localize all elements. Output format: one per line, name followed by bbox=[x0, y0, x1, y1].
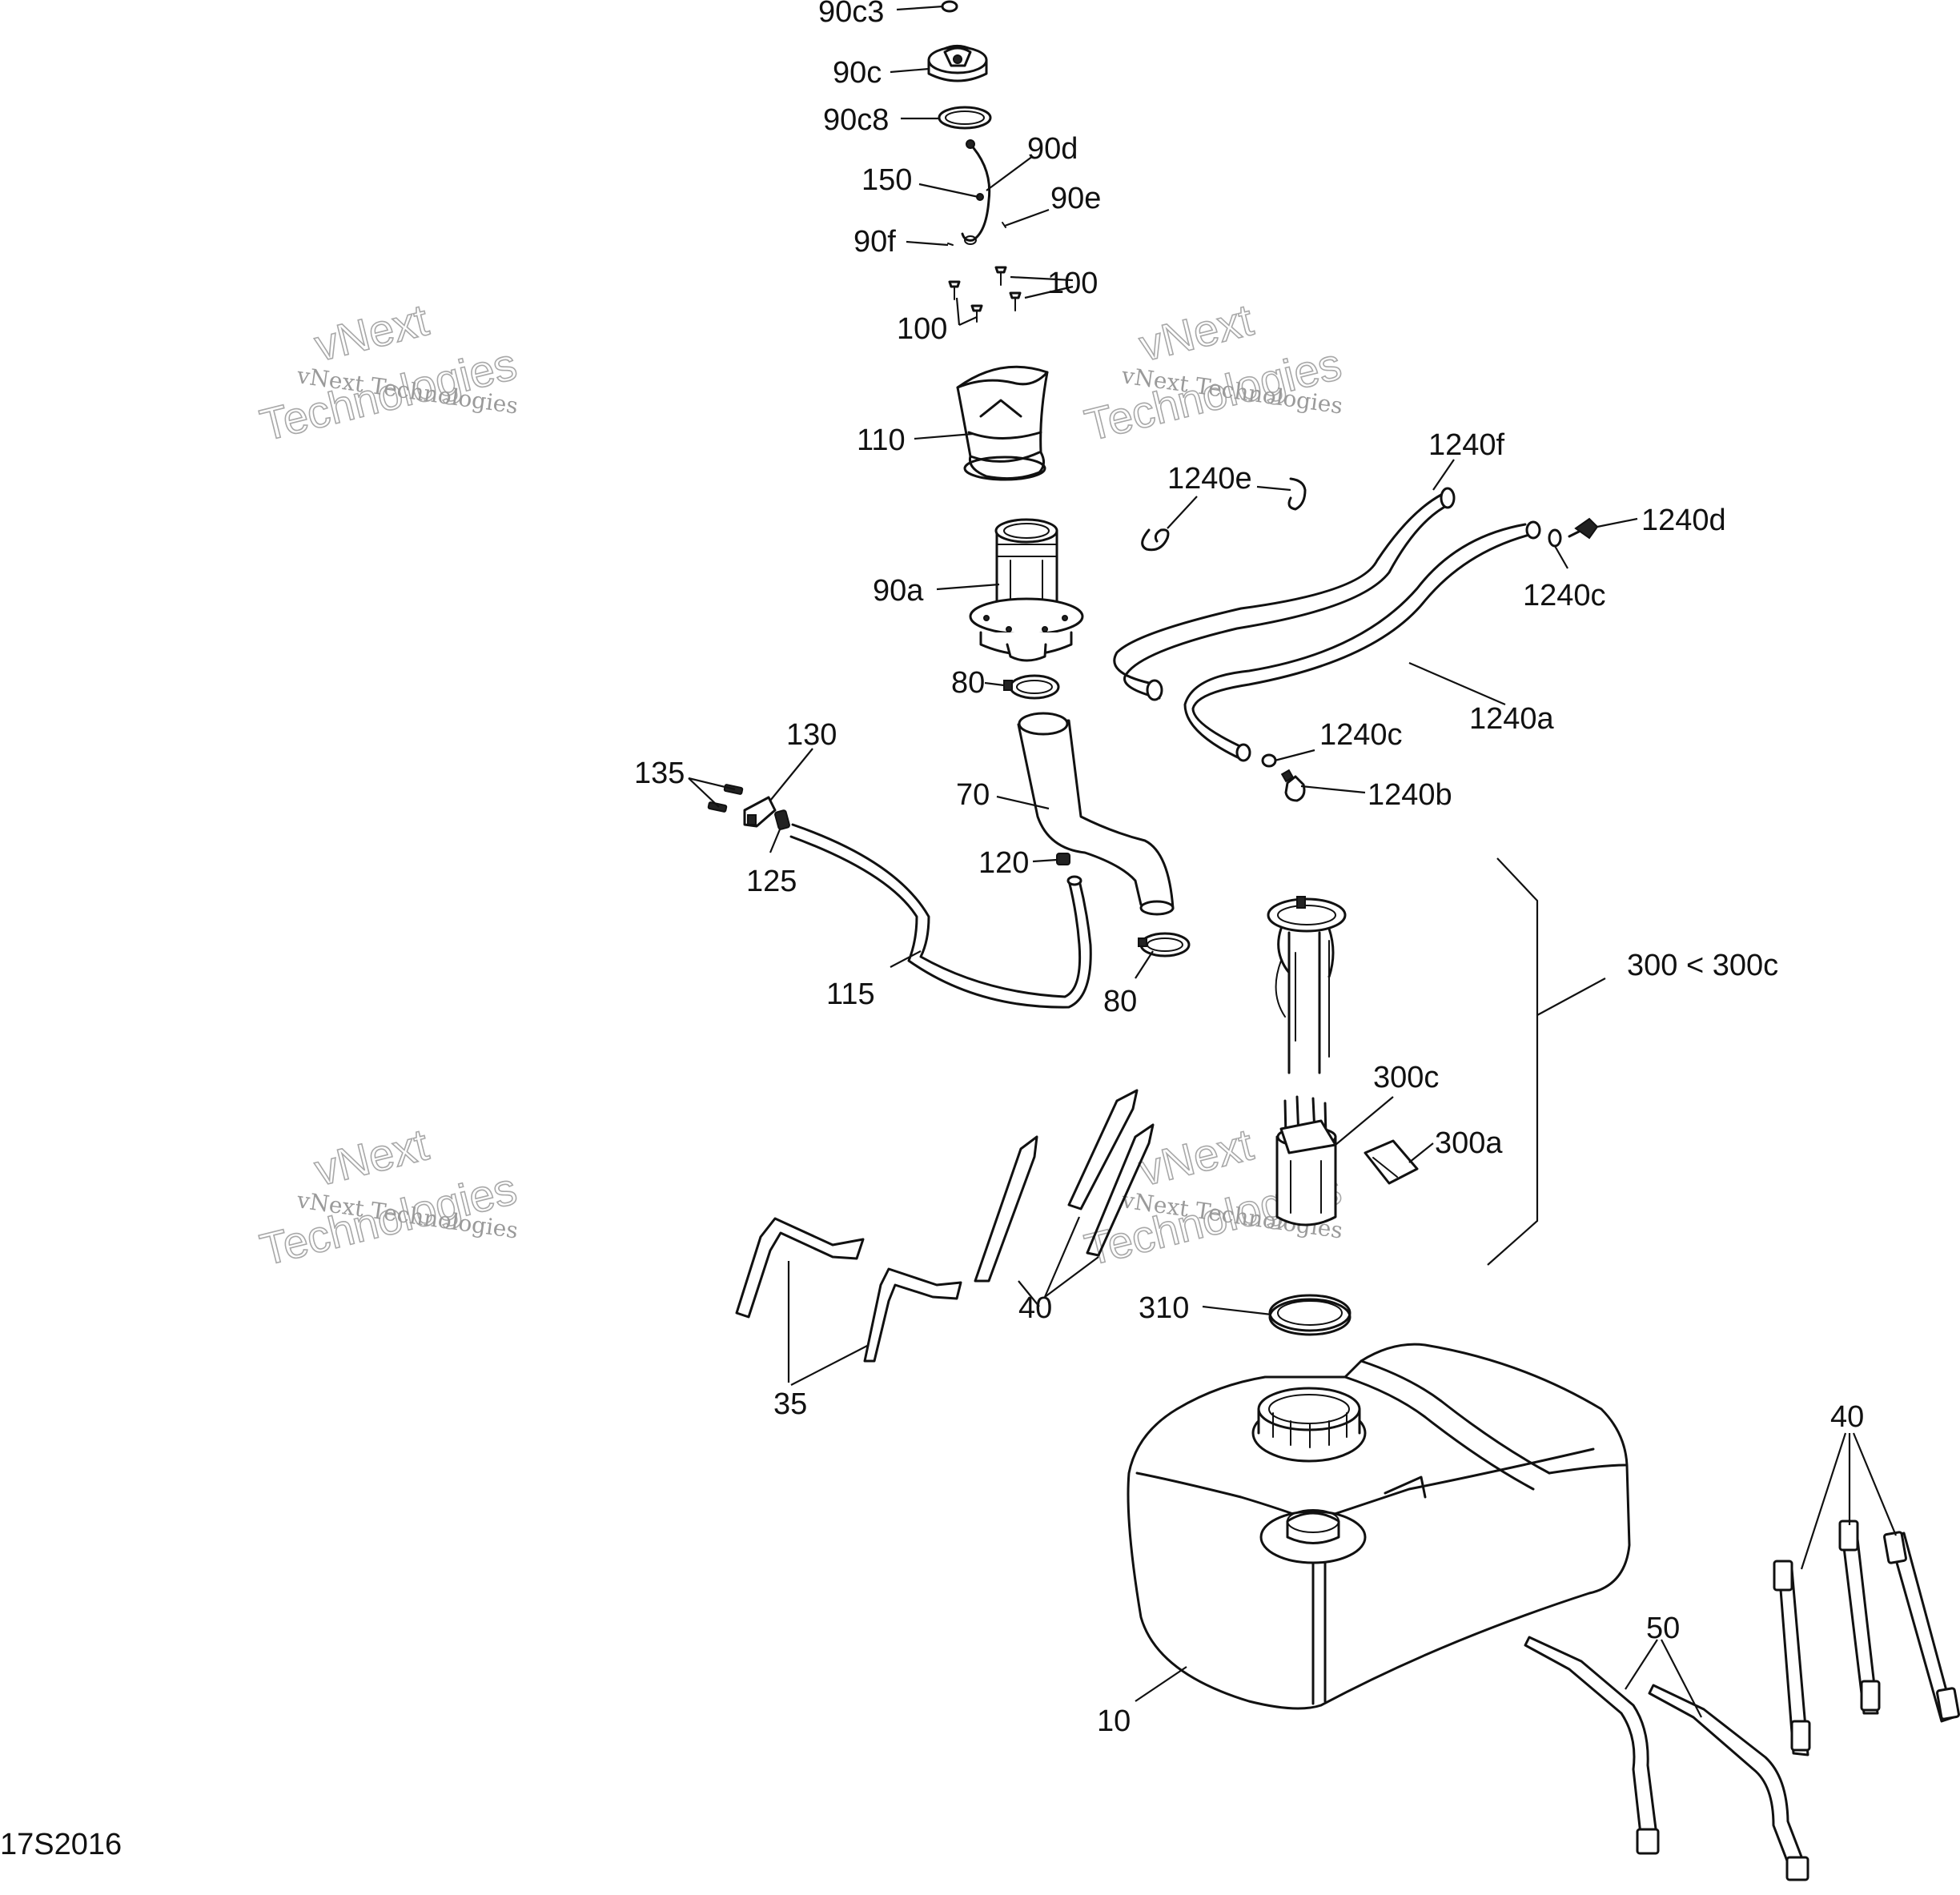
part-135-screws-icon bbox=[707, 784, 744, 813]
part-80-upper-clamp-icon bbox=[1003, 674, 1060, 700]
part-90e-pin-icon bbox=[1002, 222, 1006, 228]
part-1240d-valve-icon bbox=[1568, 517, 1599, 540]
callout-80-upper: 80 bbox=[951, 666, 985, 700]
callout-300-group: 300 < 300c bbox=[1627, 949, 1778, 982]
part-90c-cap-icon bbox=[927, 45, 988, 82]
callout-300c: 300c bbox=[1373, 1061, 1439, 1094]
part-90c3-screw-icon bbox=[941, 0, 958, 13]
part-1240b-fitting-icon bbox=[1280, 769, 1306, 802]
callout-1240c-lower: 1240c bbox=[1319, 718, 1403, 752]
callout-10: 10 bbox=[1097, 1704, 1131, 1738]
callout-90c8: 90c8 bbox=[823, 103, 889, 137]
part-310-ring-icon bbox=[1268, 1294, 1352, 1336]
callout-115: 115 bbox=[826, 978, 875, 1011]
callout-90f: 90f bbox=[853, 225, 896, 259]
callout-90c: 90c bbox=[833, 56, 882, 90]
callout-1240b: 1240b bbox=[1368, 778, 1452, 812]
watermark-large-top: vNext bbox=[310, 1118, 434, 1195]
part-100-screws-icon bbox=[948, 266, 1022, 323]
part-1240e-clips-icon bbox=[1141, 477, 1307, 552]
part-115-vent-hose-icon bbox=[789, 823, 1092, 1009]
callout-120: 120 bbox=[978, 846, 1029, 880]
part-35-straps-icon bbox=[735, 1217, 962, 1363]
part-1240a-vent-hose-icon bbox=[1183, 520, 1541, 762]
group-bracket bbox=[1487, 857, 1539, 1266]
watermark-large-top: vNext bbox=[1135, 294, 1259, 371]
leader-lines bbox=[688, 5, 1898, 1718]
callout-50: 50 bbox=[1646, 1612, 1680, 1645]
part-1240f-vent-hose-icon bbox=[1113, 487, 1456, 701]
part-90f-pin-icon bbox=[947, 243, 954, 246]
part-300c-pump-module-icon bbox=[1275, 1095, 1337, 1227]
callout-35: 35 bbox=[773, 1387, 807, 1421]
watermark-large-top: vNext bbox=[310, 294, 434, 371]
callout-1240f: 1240f bbox=[1428, 428, 1505, 462]
callout-40-right: 40 bbox=[1830, 1400, 1864, 1434]
part-125-fitting-icon bbox=[774, 809, 790, 830]
part-10-fuel-tank-icon bbox=[1127, 1343, 1631, 1710]
part-40-straps-icon bbox=[974, 1089, 1155, 1283]
callout-90d: 90d bbox=[1027, 132, 1078, 166]
callout-100-left: 100 bbox=[897, 312, 947, 346]
callout-labels: 90c3 90c 90c8 90d 150 90e 90f 100 100 11… bbox=[634, 0, 1864, 1738]
part-40-right-straps-icon bbox=[1773, 1520, 1960, 1756]
watermark-1: vNext Technologies bbox=[255, 293, 522, 451]
callout-90e: 90e bbox=[1050, 182, 1101, 215]
watermark-2: vNext Technologies bbox=[1079, 293, 1347, 451]
callout-70: 70 bbox=[956, 778, 990, 812]
diagram-code: 17S2016 bbox=[0, 1828, 122, 1861]
callout-1240e: 1240e bbox=[1167, 462, 1252, 496]
part-90d-tether-icon bbox=[961, 139, 991, 245]
part-70-filler-hose-icon bbox=[1017, 712, 1175, 916]
watermark-3: vNext Technologies bbox=[255, 1118, 522, 1275]
callout-1240d: 1240d bbox=[1641, 504, 1726, 537]
part-80-lower-clamp-icon bbox=[1138, 932, 1191, 958]
part-90a-filler-neck-icon bbox=[969, 518, 1084, 662]
part-1240c-clip-lower-icon bbox=[1261, 753, 1277, 768]
part-120-cap-icon bbox=[1056, 853, 1070, 865]
part-300a-filter-icon bbox=[1364, 1139, 1419, 1185]
callout-90c3: 90c3 bbox=[818, 0, 884, 29]
callout-80-lower: 80 bbox=[1103, 985, 1137, 1018]
callout-135: 135 bbox=[634, 757, 685, 790]
callout-130: 130 bbox=[786, 718, 837, 752]
callout-1240a: 1240a bbox=[1469, 702, 1555, 736]
part-90c8-oring-icon bbox=[938, 106, 992, 130]
callout-300a: 300a bbox=[1435, 1126, 1503, 1160]
callout-100-right: 100 bbox=[1047, 267, 1098, 300]
part-300-fuel-pump-icon bbox=[1267, 896, 1347, 1074]
part-110-filler-housing-icon bbox=[956, 365, 1049, 481]
callout-90a: 90a bbox=[873, 574, 924, 608]
callout-125: 125 bbox=[746, 865, 797, 898]
part-130-bracket-icon bbox=[743, 796, 777, 828]
callout-150: 150 bbox=[862, 163, 912, 197]
callout-40-middle: 40 bbox=[1018, 1291, 1052, 1325]
callout-310: 310 bbox=[1139, 1291, 1189, 1325]
part-1240c-clip-upper-icon bbox=[1548, 528, 1562, 548]
callout-1240c-upper: 1240c bbox=[1523, 579, 1606, 612]
part-50-straps-icon bbox=[1524, 1636, 1809, 1881]
callout-110: 110 bbox=[857, 424, 906, 457]
